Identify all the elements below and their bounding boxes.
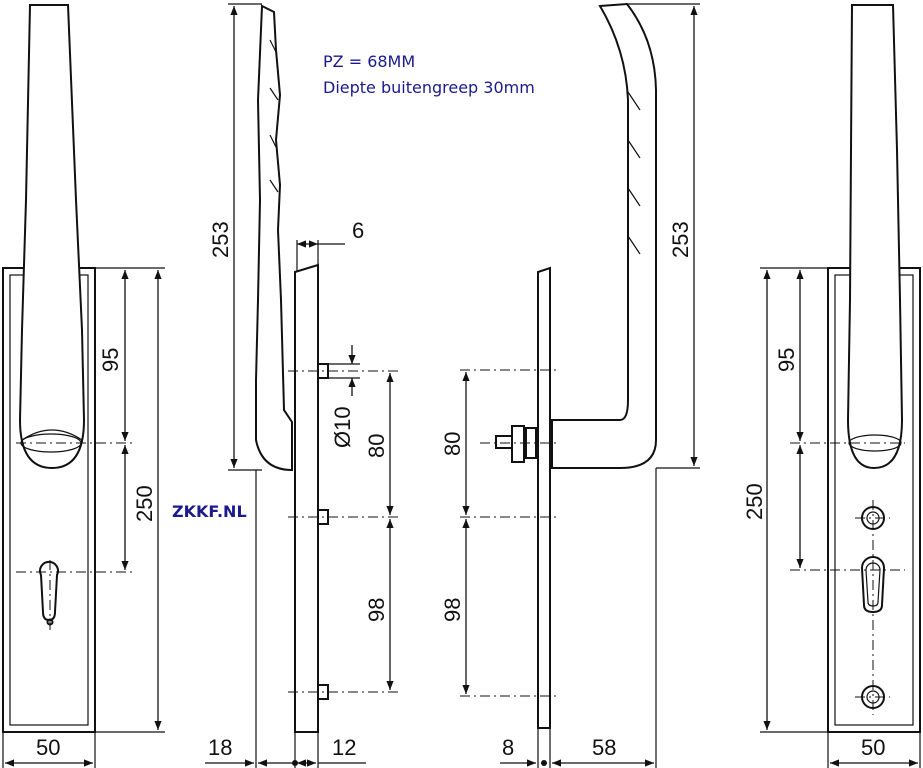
side-view-left: 253 6 Ø10 80 98 18 12 bbox=[205, 3, 400, 768]
dim-95-left: 95 bbox=[98, 348, 123, 372]
backplate-side-right bbox=[537, 266, 551, 729]
dim-253-left: 253 bbox=[208, 221, 233, 258]
dim-250-left: 250 bbox=[132, 485, 157, 522]
dim-80-left: 80 bbox=[364, 434, 389, 458]
dim-250-right: 250 bbox=[742, 483, 767, 520]
front-view-right: 95 250 50 bbox=[742, 4, 921, 768]
depth-note: Diepte buitengreep 30mm bbox=[323, 78, 535, 97]
dim-d10: Ø10 bbox=[330, 406, 355, 448]
cylinder-hole-right bbox=[860, 556, 886, 614]
front-view-left: 95 250 50 bbox=[2, 4, 165, 768]
dim-8: 8 bbox=[502, 735, 514, 760]
dim-6: 6 bbox=[352, 218, 364, 243]
dim-98-right: 98 bbox=[440, 598, 465, 622]
dim-12: 12 bbox=[332, 735, 356, 760]
brand-label: ZKKF.NL bbox=[172, 502, 247, 521]
dim-50-left: 50 bbox=[36, 735, 60, 760]
dim-253-right: 253 bbox=[668, 221, 693, 258]
cylinder-hole-left bbox=[39, 560, 59, 622]
dim-18: 18 bbox=[208, 735, 232, 760]
lever-handle-front-right bbox=[846, 4, 904, 470]
dim-58: 58 bbox=[592, 735, 616, 760]
backplate-side-left bbox=[294, 263, 319, 733]
lever-handle-side-left bbox=[255, 4, 293, 472]
pz-note: PZ = 68MM bbox=[323, 52, 416, 71]
dim-95-right: 95 bbox=[774, 348, 799, 372]
dim-80-right: 80 bbox=[440, 432, 465, 456]
side-view-right: 80 98 253 8 58 bbox=[440, 2, 700, 768]
dim-98-left: 98 bbox=[364, 598, 389, 622]
dim-50-right: 50 bbox=[861, 735, 885, 760]
lever-handle-front-left bbox=[18, 4, 86, 470]
lever-handle-side-right bbox=[551, 2, 657, 469]
